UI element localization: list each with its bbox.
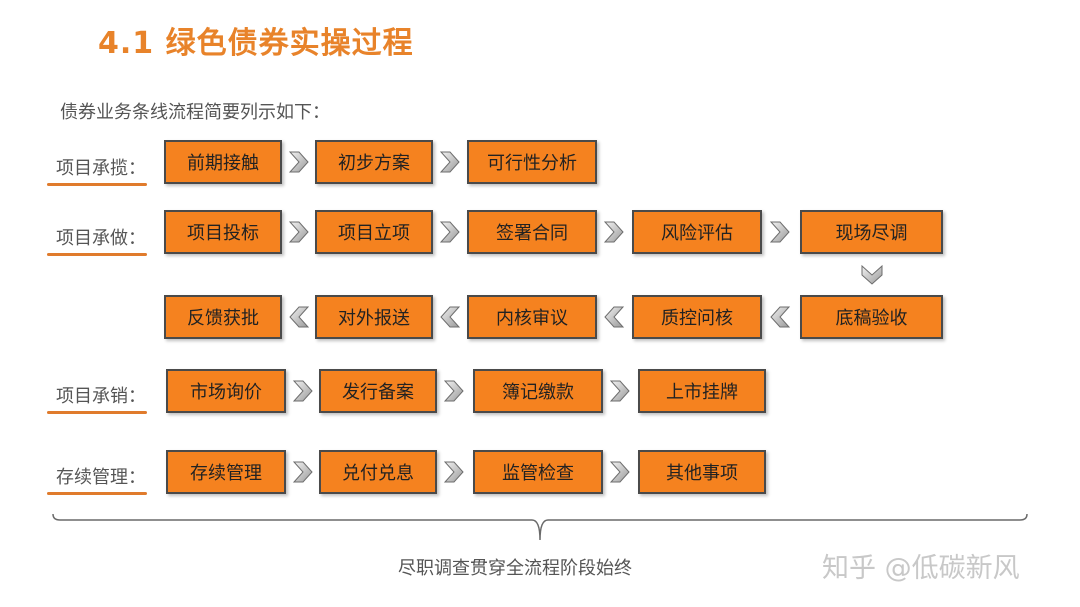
chevron-right-icon — [443, 380, 464, 402]
chevron-right-icon — [288, 151, 309, 173]
process-box-duifu-duixi: 兑付兑息 — [319, 450, 437, 494]
stage-label-chengzuo: 项目承做： — [56, 228, 146, 249]
chevron-left-icon — [440, 306, 461, 328]
chevron-right-icon — [439, 151, 460, 173]
process-box-qianqi-jiechu: 前期接触 — [164, 140, 282, 184]
process-box-shangshi-guapai: 上市挂牌 — [638, 369, 766, 413]
chevron-down-icon — [861, 264, 883, 285]
process-box-fengxian-pinggu: 风险评估 — [632, 210, 762, 254]
footer-caption: 尽职调查贯穿全流程阶段始终 — [398, 558, 632, 579]
process-box-xiangmu-toubiao: 项目投标 — [164, 210, 282, 254]
stage-underline-chenglan — [47, 183, 147, 186]
intro-text: 债券业务条线流程简要列示如下： — [60, 102, 330, 123]
process-box-neihe-shenyi: 内核审议 — [467, 295, 597, 339]
process-box-cunxu-guanli: 存续管理 — [166, 450, 286, 494]
chevron-left-icon — [770, 306, 791, 328]
stage-underline-chengxiao — [47, 411, 147, 414]
chevron-right-icon — [603, 221, 624, 243]
process-box-jianguan-jiancha: 监管检查 — [473, 450, 603, 494]
chevron-right-icon — [609, 380, 630, 402]
process-box-zhikong-wenhe: 质控问核 — [632, 295, 762, 339]
process-box-shichang-xunjia: 市场询价 — [166, 369, 286, 413]
chevron-right-icon — [292, 380, 313, 402]
process-box-buji-jiaokuan: 簿记缴款 — [473, 369, 603, 413]
stage-label-chenglan: 项目承揽： — [56, 158, 146, 179]
process-box-qita-shixiang: 其他事项 — [638, 450, 766, 494]
watermark: 知乎 @低碳新风 — [822, 553, 1020, 584]
process-box-fankui-huopi: 反馈获批 — [164, 295, 282, 339]
chevron-right-icon — [439, 221, 460, 243]
process-box-xianchang-jindiao: 现场尽调 — [800, 210, 943, 254]
process-box-faxing-bei-an: 发行备案 — [319, 369, 437, 413]
page-title: 4.1 绿色债券实操过程 — [98, 26, 414, 61]
chevron-right-icon — [443, 461, 464, 483]
chevron-right-icon — [292, 461, 313, 483]
chevron-right-icon — [609, 461, 630, 483]
process-box-kexingxing-fenxi: 可行性分析 — [467, 140, 597, 184]
chevron-right-icon — [769, 221, 790, 243]
chevron-left-icon — [604, 306, 625, 328]
process-box-digao-yanshou: 底稿验收 — [800, 295, 943, 339]
stage-underline-chengzuo — [47, 253, 147, 256]
chevron-left-icon — [289, 306, 310, 328]
process-box-duiwai-baosong: 对外报送 — [315, 295, 433, 339]
stage-underline-cunxu — [47, 492, 147, 495]
process-box-xiangmu-lixiang: 项目立项 — [315, 210, 433, 254]
process-box-chubu-fangan: 初步方案 — [315, 140, 433, 184]
stage-label-cunxu: 存续管理： — [56, 467, 146, 488]
process-box-qianshu-hetong: 签署合同 — [467, 210, 597, 254]
chevron-right-icon — [288, 221, 309, 243]
span-bracket — [52, 513, 1028, 541]
stage-label-chengxiao: 项目承销： — [56, 386, 146, 407]
